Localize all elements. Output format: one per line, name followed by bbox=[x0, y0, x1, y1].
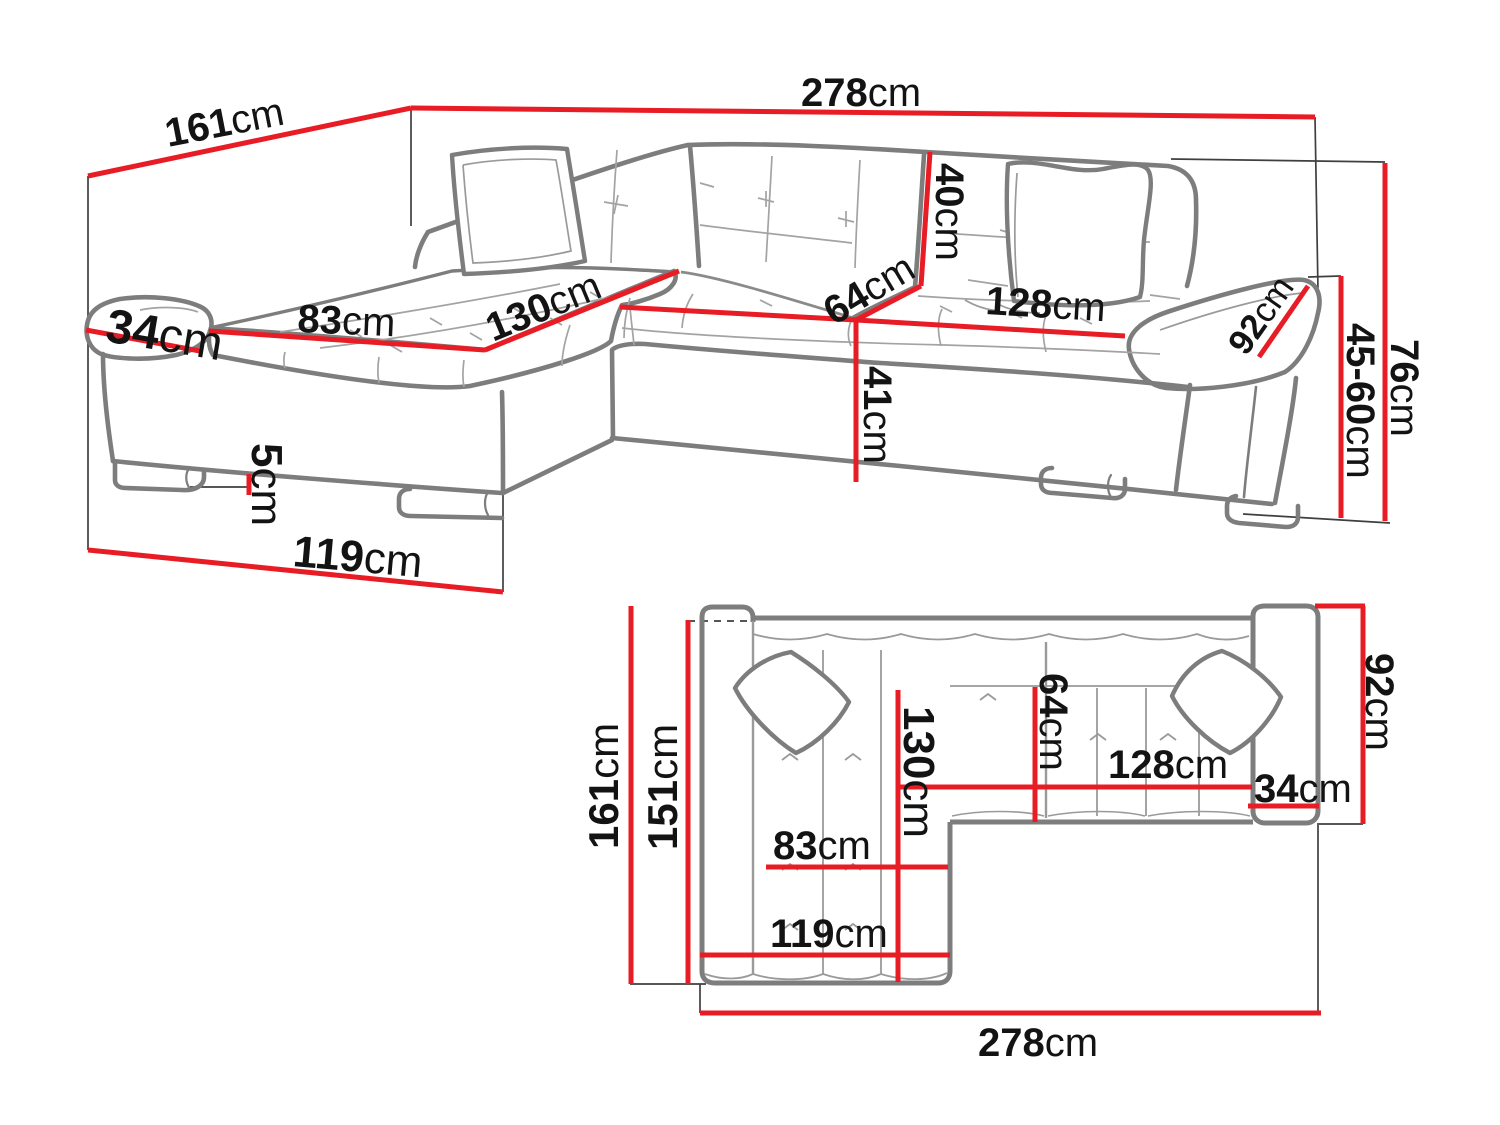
svg-text:64cm: 64cm bbox=[1031, 673, 1075, 771]
svg-text:34cm: 34cm bbox=[1254, 767, 1352, 811]
svg-text:130cm: 130cm bbox=[894, 706, 943, 838]
svg-text:119cm: 119cm bbox=[770, 912, 888, 956]
svg-text:151cm: 151cm bbox=[639, 724, 686, 850]
svg-text:130cm: 130cm bbox=[480, 264, 608, 351]
svg-text:40cm: 40cm bbox=[927, 163, 971, 261]
svg-text:278cm: 278cm bbox=[978, 1021, 1098, 1065]
svg-text:128cm: 128cm bbox=[1108, 743, 1228, 787]
svg-text:161cm: 161cm bbox=[580, 723, 627, 849]
svg-text:128cm: 128cm bbox=[984, 279, 1107, 330]
svg-text:92cm: 92cm bbox=[1357, 653, 1401, 751]
svg-text:34cm: 34cm bbox=[102, 300, 227, 372]
svg-text:45-60cm: 45-60cm bbox=[1338, 323, 1382, 479]
svg-text:5cm: 5cm bbox=[242, 443, 291, 526]
svg-text:83cm: 83cm bbox=[773, 824, 871, 868]
svg-text:278cm: 278cm bbox=[801, 71, 921, 115]
svg-text:76cm: 76cm bbox=[1382, 339, 1426, 437]
svg-text:41cm: 41cm bbox=[855, 366, 899, 464]
svg-text:83cm: 83cm bbox=[297, 297, 397, 345]
svg-text:119cm: 119cm bbox=[291, 527, 424, 587]
svg-text:161cm: 161cm bbox=[161, 90, 287, 156]
